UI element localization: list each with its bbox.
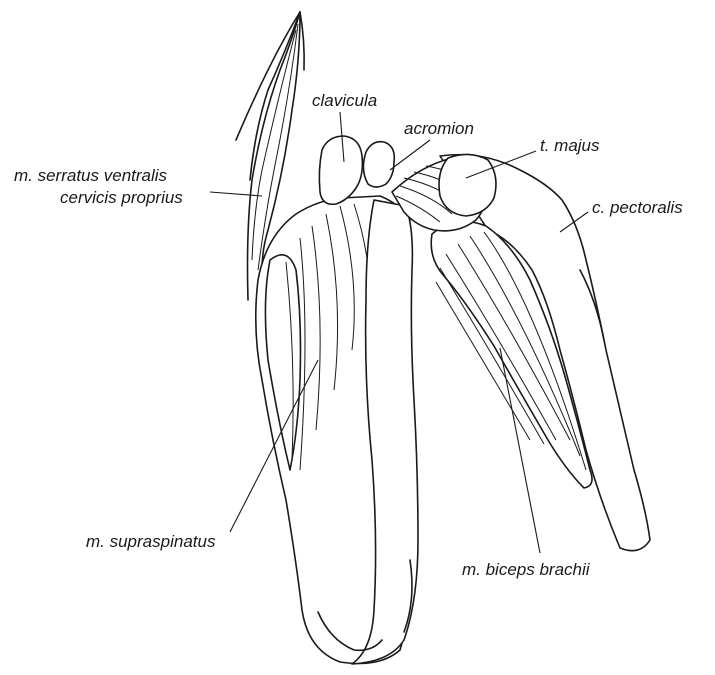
clavicula-bone — [319, 136, 362, 204]
label-clavicula: clavicula — [312, 91, 377, 110]
label-c-pectoralis: c. pectoralis — [592, 198, 683, 217]
label-serratus-line2: cervicis proprius — [60, 188, 183, 207]
label-acromion: acromion — [404, 119, 474, 138]
label-biceps: m. biceps brachii — [462, 560, 591, 579]
leader-serratus — [210, 192, 262, 196]
acromion-bone — [363, 142, 394, 187]
label-t-majus: t. majus — [540, 136, 600, 155]
t-majus-tubercle — [439, 154, 496, 216]
leader-acromion — [390, 140, 430, 170]
label-serratus-line1: m. serratus ventralis — [14, 166, 168, 185]
scapula — [256, 196, 418, 664]
label-supraspinatus: m. supraspinatus — [86, 532, 216, 551]
